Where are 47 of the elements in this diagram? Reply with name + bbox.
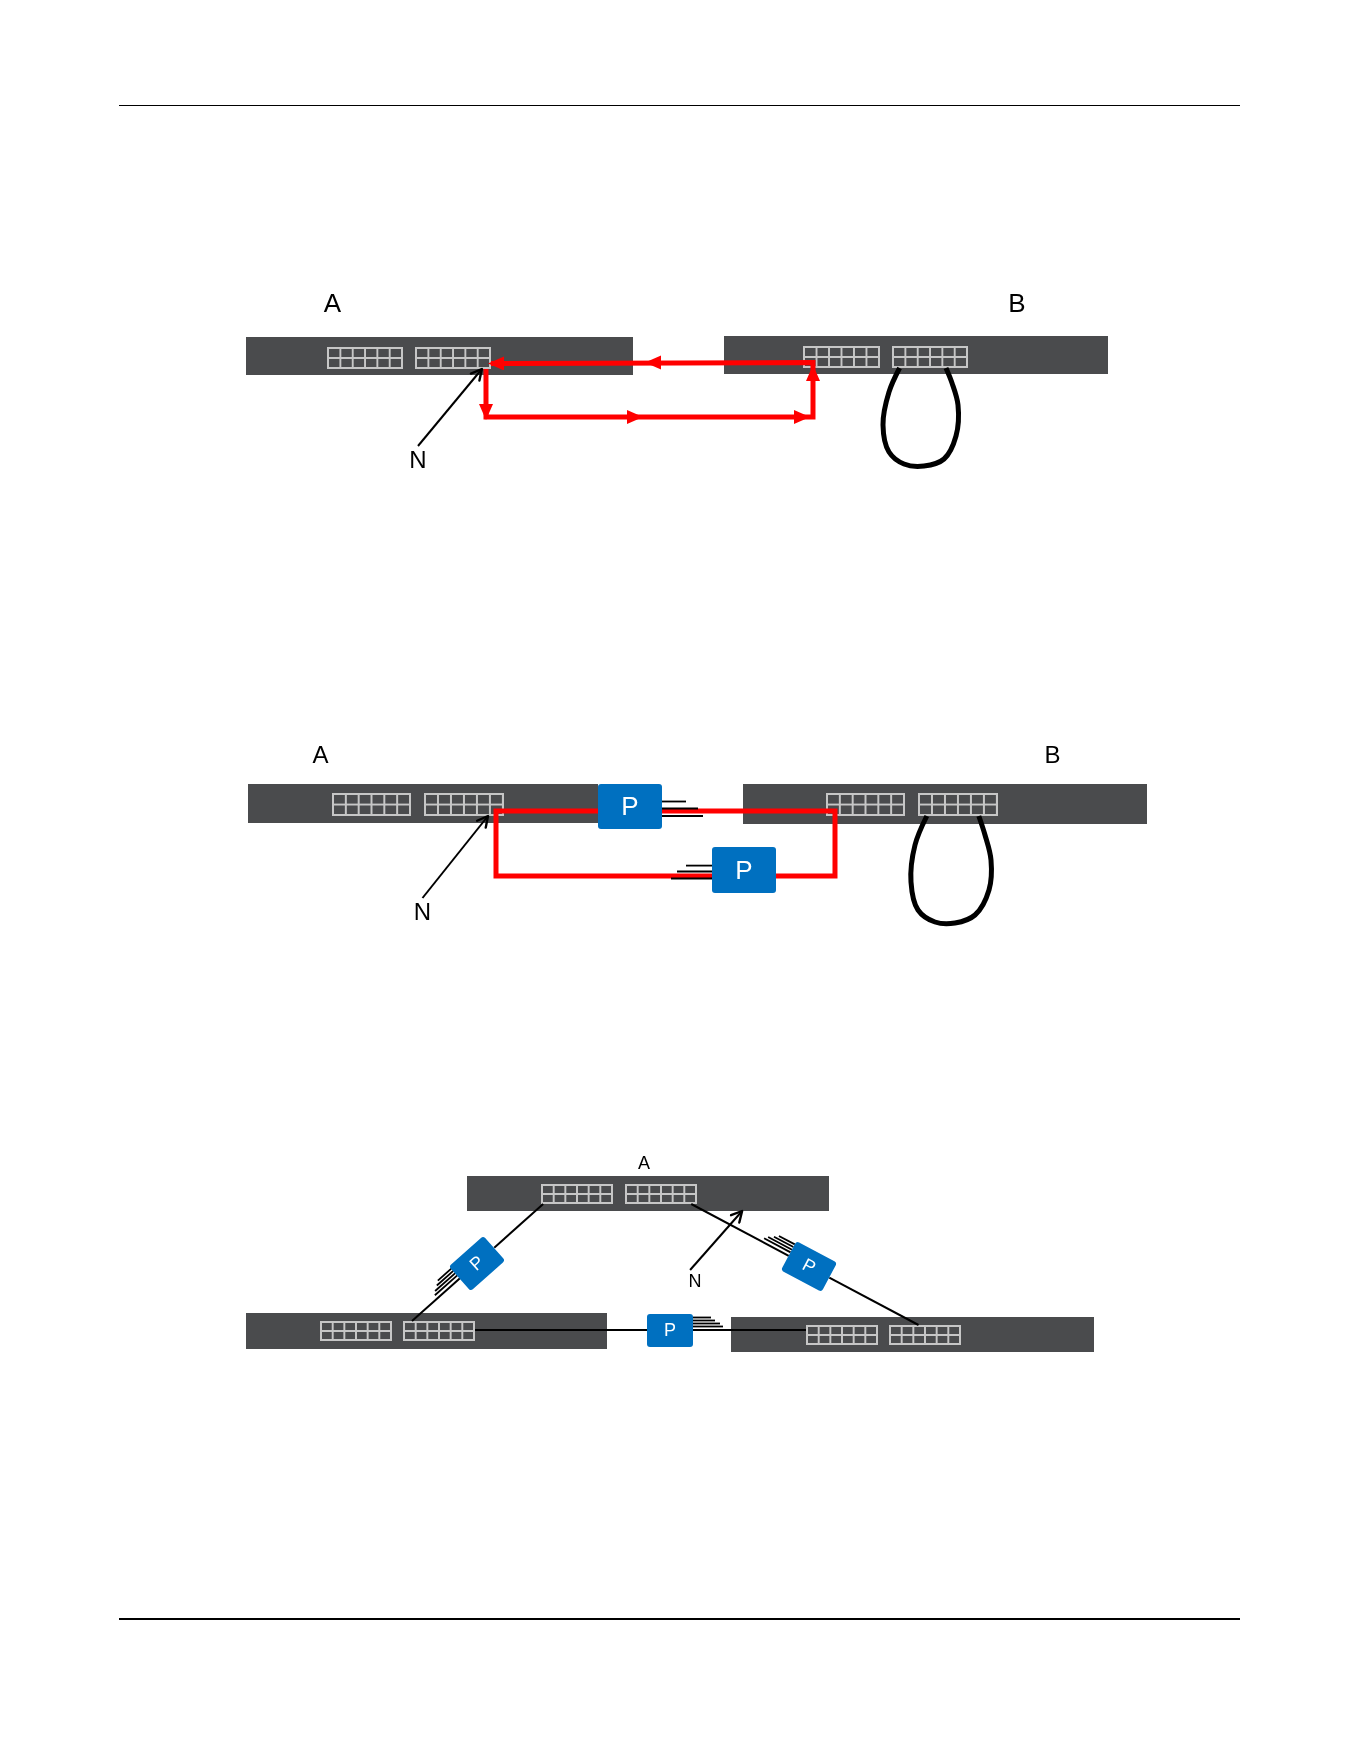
link-line <box>692 1329 807 1331</box>
port-panel <box>803 346 880 368</box>
network-switch <box>731 1317 1094 1352</box>
network-switch <box>246 1313 607 1349</box>
device-label: P <box>799 1255 819 1279</box>
port-panel <box>327 347 403 369</box>
leader-arrow <box>421 814 490 899</box>
callout-letter: N <box>412 898 433 926</box>
link-line <box>690 1203 790 1257</box>
port-panel <box>332 793 411 816</box>
port-panel <box>541 1184 613 1204</box>
callout-letter: N <box>688 1270 702 1292</box>
port-panel <box>424 793 504 816</box>
callout-letter: N <box>408 446 428 474</box>
leader-arrow <box>689 1209 744 1271</box>
port-panel <box>625 1184 697 1204</box>
device-box <box>647 1314 693 1347</box>
device-label: P <box>664 1320 676 1341</box>
port-panel <box>892 346 968 368</box>
port-panel <box>826 793 905 816</box>
arrow <box>488 355 816 371</box>
device-label: P <box>735 855 753 885</box>
link-line <box>411 1277 461 1322</box>
link-line <box>662 808 838 816</box>
switch-label: A <box>323 288 342 318</box>
device-label: P <box>466 1251 489 1275</box>
port-panel <box>415 347 491 369</box>
port-panel <box>918 793 998 816</box>
switch-label: B <box>1008 288 1026 318</box>
port-panel <box>320 1321 392 1341</box>
device-box <box>598 784 662 829</box>
arrow <box>479 365 820 424</box>
link-line <box>493 816 712 879</box>
leader-arrow <box>417 367 484 447</box>
link-line <box>493 808 598 816</box>
port-panel <box>806 1325 878 1345</box>
switch-label: B <box>1044 741 1061 769</box>
switch-label: A <box>638 1152 650 1174</box>
port-panel <box>403 1321 475 1341</box>
switch-label: A <box>312 741 329 770</box>
link-line <box>828 1276 920 1326</box>
device-box <box>712 847 776 893</box>
port-panel <box>889 1325 961 1345</box>
link-line <box>474 1329 648 1331</box>
link-line <box>493 1203 545 1249</box>
device-label: P <box>621 792 639 821</box>
link-line <box>776 816 838 879</box>
